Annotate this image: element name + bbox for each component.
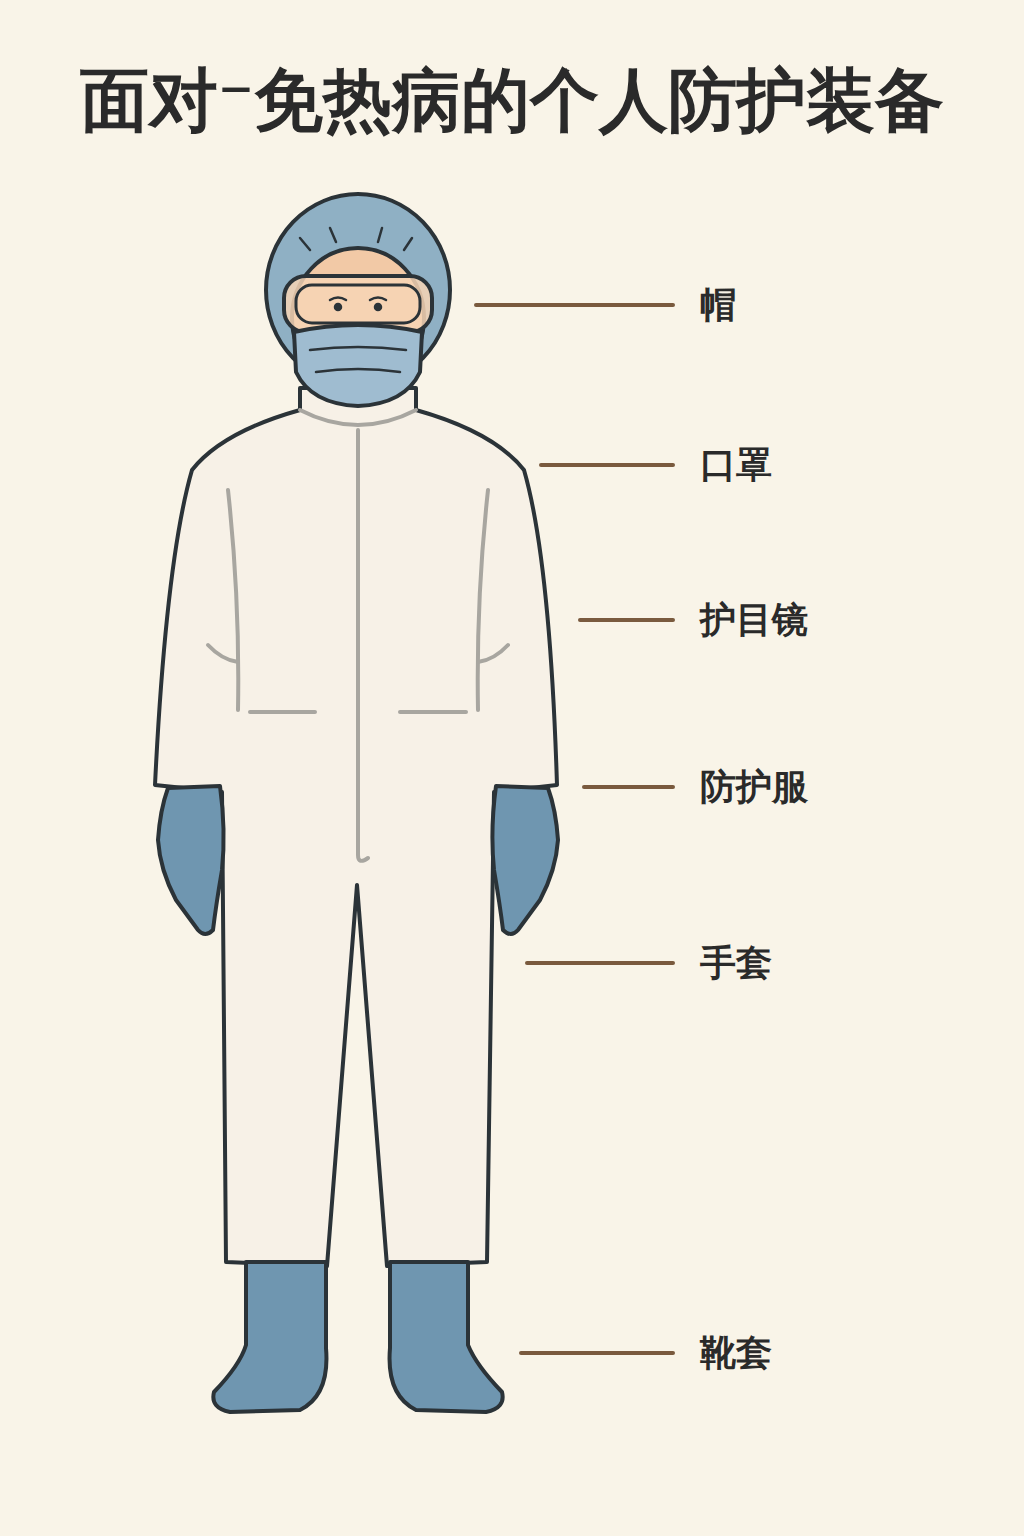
part-label: 防护服	[700, 769, 808, 805]
part-label: 帽	[700, 287, 736, 323]
part-label: 靴套	[700, 1335, 772, 1371]
part-label: 手套	[700, 945, 772, 981]
title: 面对⁻免热病的个人防护装备	[0, 55, 1024, 147]
part-label: 口罩	[700, 447, 772, 483]
part-label: 护目镜	[700, 602, 808, 638]
